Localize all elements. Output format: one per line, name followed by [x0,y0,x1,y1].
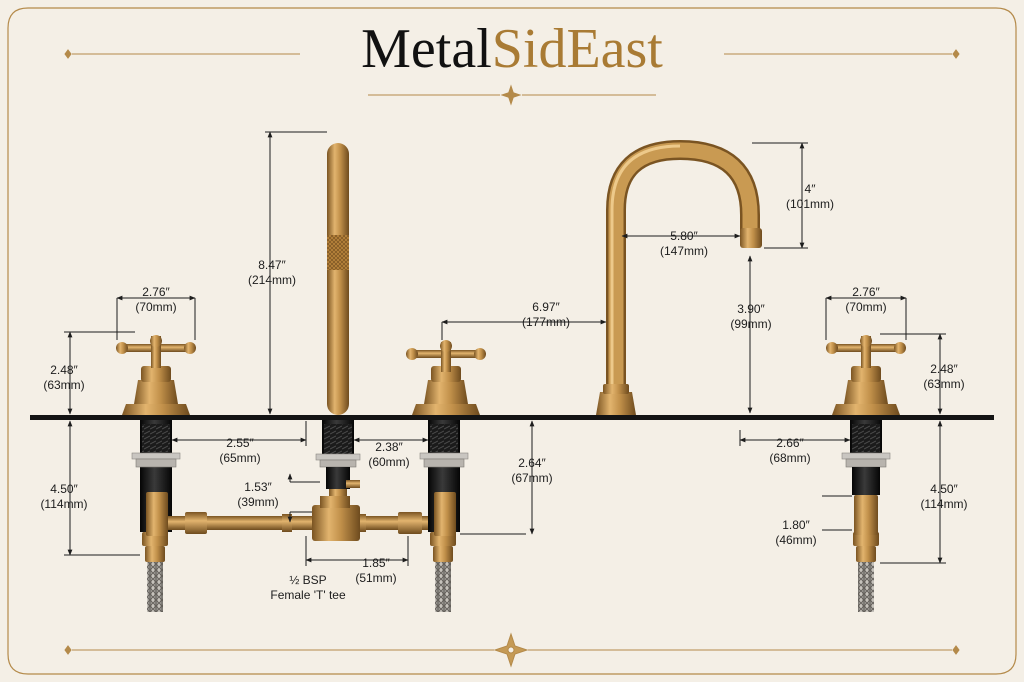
dim-label-sprayer-valve-offset: 2.38″(60mm) [368,440,410,469]
dim-label-spout-reach: 5.80″(147mm) [659,229,709,258]
left-valve [116,335,196,612]
brand-title: MetalSidEast [0,14,1024,84]
footer-ornament [64,632,960,668]
dim-label-right-handle-height: 2.48″(63mm) [923,362,965,391]
brand-word-sideast: SidEast [491,18,663,80]
dim-label-right-valve-offset: 2.66″(68mm) [769,436,811,465]
dim-label-right-handle-width: 2.76″(70mm) [845,285,887,314]
dim-label-left-shank-length: 4.50″(114mm) [40,482,88,511]
tee-assembly [168,496,438,541]
brand-word-metal: Metal [361,18,492,80]
dim-label-spout-drop: 4″(101mm) [785,182,835,211]
dim-label-right-connector-length: 1.80″(46mm) [775,518,817,547]
center-valve [406,340,486,612]
header-ornament [64,49,960,106]
dim-label-spout-offset: 6.97″(177mm) [521,300,571,329]
right-valve [826,335,906,612]
dim-label-tee-span: 1.85″(51mm) [355,556,397,585]
dim-label-left-handle-height: 2.48″(63mm) [43,363,85,392]
dimension-lines [64,131,946,566]
dim-label-right-shank-length: 4.50″(114mm) [920,482,968,511]
dim-label-sprayer-height: 8.47″(214mm) [247,258,297,287]
dim-label-left-handle-width: 2.76″(70mm) [135,285,177,314]
dim-label-spout-clearance: 3.90″(99mm) [730,302,772,331]
countertop-line [30,415,994,420]
dim-label-left-valve-offset: 2.55″(65mm) [219,436,261,465]
side-sprayer [315,143,361,511]
dim-label-tee-drop: 1.53″(39mm) [237,480,279,509]
decorative-border [7,7,1017,675]
gooseneck-spout [596,139,762,415]
dim-label-right-valve-shank: 2.64″(67mm) [511,456,553,485]
